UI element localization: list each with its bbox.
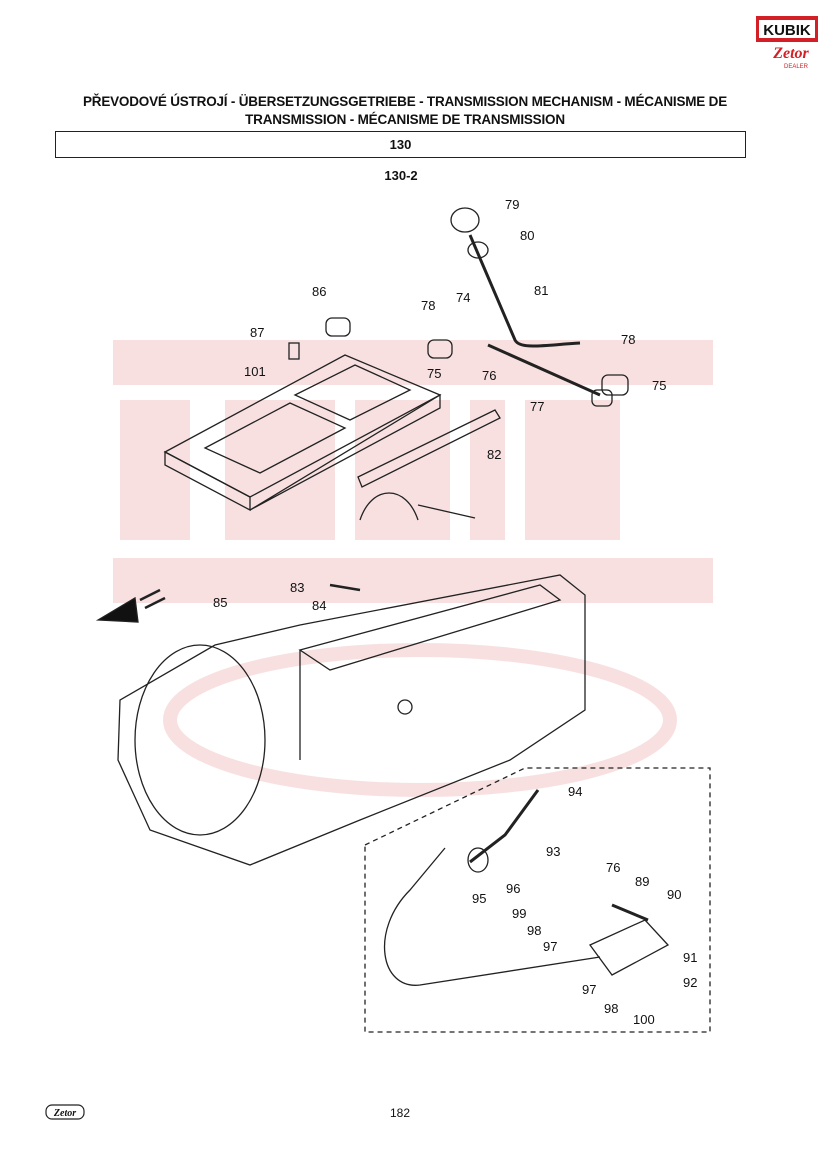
page-number: 182 [389, 1106, 411, 1120]
short-gear-lever [469, 789, 540, 864]
logo-white-plate [759, 20, 815, 38]
shift-cable [383, 847, 601, 986]
callout-78-left: 78 [421, 298, 435, 313]
cable-option-inset [364, 767, 711, 1033]
callout-94: 94 [568, 784, 582, 799]
housing-bolt [329, 583, 361, 592]
watermark-letter-k2 [525, 400, 620, 540]
callout-74: 74 [456, 290, 470, 305]
top-cover-edge-right [249, 393, 441, 511]
callout-97-lower: 97 [582, 982, 596, 997]
gear-lever-rod [468, 234, 581, 348]
callout-82: 82 [487, 447, 501, 462]
callout-90: 90 [667, 887, 681, 902]
watermark-letter-i [470, 400, 505, 540]
callout-75-right: 75 [652, 378, 666, 393]
callout-101: 101 [244, 364, 266, 379]
callout-81: 81 [534, 283, 548, 298]
callout-83: 83 [290, 580, 304, 595]
watermark-bar-bottom [113, 558, 713, 603]
selector-block-left [427, 339, 453, 359]
callout-93: 93 [546, 844, 560, 859]
direction-arrow-stripe-1 [139, 588, 161, 602]
callout-98-upper: 98 [527, 923, 541, 938]
selector-block-right [601, 374, 629, 396]
gear-knob [450, 207, 480, 233]
callout-92: 92 [683, 975, 697, 990]
section-number-box: 130 [55, 131, 746, 158]
callout-86: 86 [312, 284, 326, 299]
callout-100: 100 [633, 1012, 655, 1027]
kubik-zetor-logo: KUBIK Zetor DEALER [756, 16, 818, 70]
shift-fork [359, 492, 419, 521]
solenoid-switch [325, 317, 351, 337]
subsection-number: 130-2 [384, 168, 418, 183]
watermark-letter-k [120, 400, 190, 540]
page-title: PŘEVODOVÉ ÚSTROJÍ - ÜBERSETZUNGSGETRIEBE… [60, 93, 750, 129]
top-cover-raised-block [293, 364, 412, 421]
callout-77: 77 [530, 399, 544, 414]
drawing-lines [95, 207, 711, 1033]
watermark-zetor-swoosh [163, 643, 677, 797]
cable-bracket [589, 919, 670, 976]
breather-valve [288, 342, 300, 360]
watermark-letter-b [355, 400, 450, 540]
bracket-pin [611, 903, 649, 922]
logo-brand-bottom: Zetor [772, 45, 809, 62]
top-cover-window [203, 402, 347, 474]
direction-arrow [95, 596, 139, 623]
callout-79: 79 [505, 197, 519, 212]
housing-top-opening [298, 584, 562, 671]
title-line-2: TRANSMISSION - MÉCANISME DE TRANSMISSION [245, 112, 565, 127]
title-line-1: PŘEVODOVÉ ÚSTROJÍ - ÜBERSETZUNGSGETRIEBE… [82, 94, 728, 109]
lever-pivot [467, 847, 489, 873]
callout-labels: 79 80 81 86 74 78 78 87 101 75 76 75 77 … [213, 197, 697, 1027]
callout-80: 80 [520, 228, 534, 243]
callout-76-top: 76 [482, 368, 496, 383]
callout-97-upper: 97 [543, 939, 557, 954]
transmission-housing-outline [117, 574, 586, 866]
callout-78-right: 78 [621, 332, 635, 347]
lever-nut [467, 241, 489, 259]
callout-75-left: 75 [427, 366, 441, 381]
callout-84: 84 [312, 598, 326, 613]
section-number: 130 [389, 137, 412, 152]
callout-95: 95 [472, 891, 486, 906]
callout-76-inset: 76 [606, 860, 620, 875]
footer-logo-text: Zetor [53, 1108, 76, 1119]
footer-zetor-logo: Zetor [45, 1104, 85, 1120]
watermark-bar-top [113, 340, 713, 385]
selector-sleeve [591, 389, 613, 407]
fork-bolt [417, 504, 476, 519]
logo-brand-top: KUBIK [763, 22, 811, 39]
callout-96: 96 [506, 881, 520, 896]
kubik-watermark [113, 340, 713, 797]
callout-87: 87 [250, 325, 264, 340]
logo-brand-tag: DEALER [784, 64, 809, 70]
clutch-bell-housing [134, 644, 266, 836]
callout-85: 85 [213, 595, 227, 610]
callout-98-lower: 98 [604, 1001, 618, 1016]
selector-shaft [487, 343, 601, 397]
direction-arrow-stripe-2 [144, 596, 166, 610]
callout-91: 91 [683, 950, 697, 965]
callout-89: 89 [635, 874, 649, 889]
watermark-letter-u [225, 400, 335, 540]
footer-logo-frame [45, 1104, 85, 1120]
shift-rail [357, 409, 501, 488]
callout-99: 99 [512, 906, 526, 921]
housing-port [397, 699, 413, 715]
